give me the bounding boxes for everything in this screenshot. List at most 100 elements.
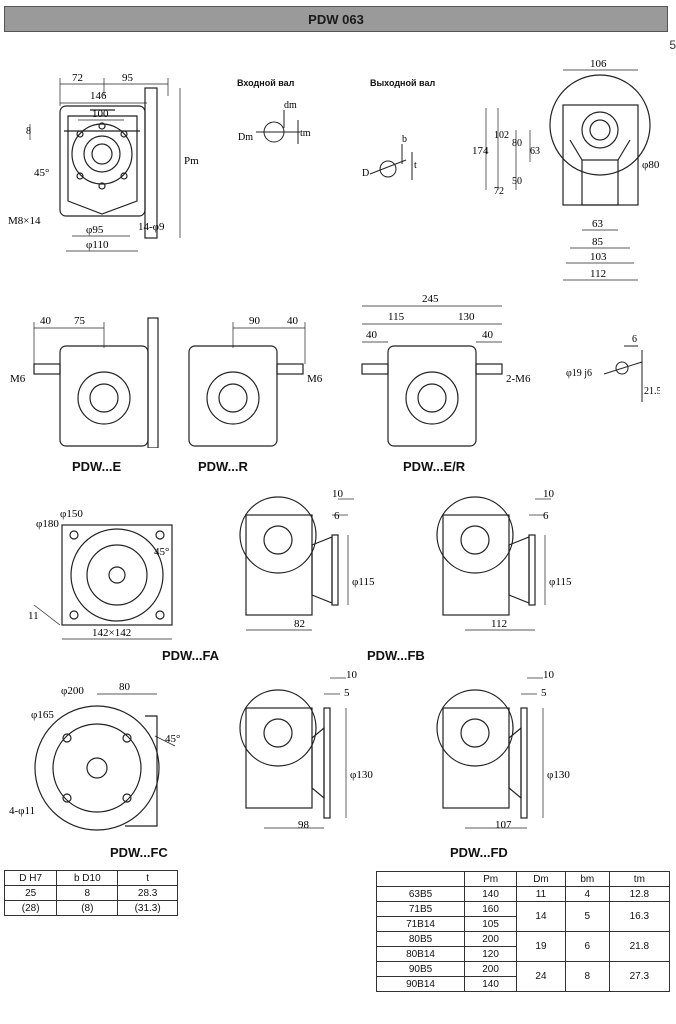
dim-r-90: 90 — [249, 315, 261, 327]
shaft-table-header: D H7 b D10 t — [3, 870, 178, 886]
table-row: 71B5 160 14 5 16.3 — [375, 901, 671, 932]
dim-fd2-phi130: φ130 — [547, 769, 570, 781]
table-cell: 16.3 — [608, 901, 671, 932]
drawing-pdw-r: 90 40 M6 — [188, 315, 323, 447]
table-cell: 90B5 — [375, 961, 466, 977]
dim-fc-holes: 4-φ11 — [9, 805, 35, 817]
drawing-pdw-fa: φ180 φ150 45° 11 142×142 — [28, 508, 173, 640]
dim-e-40: 40 — [40, 315, 52, 327]
table-cell: 200 — [464, 961, 518, 977]
dim-146: 146 — [90, 90, 107, 102]
table-cell: 160 — [464, 901, 518, 917]
dim-72: 72 — [494, 186, 504, 197]
drawing-pdw-fc: φ200 φ165 80 45° 4-φ11 — [9, 681, 180, 831]
motor-col-dm: Dm — [516, 871, 566, 887]
drawing-input-shaft: dm Dm tm — [238, 100, 311, 144]
dim-fb-82: 82 — [294, 618, 305, 630]
dim-er-m6: 2-M6 — [506, 373, 531, 385]
table-row: 90B5 200 24 8 27.3 — [375, 961, 671, 992]
dim-Dm: Dm — [238, 132, 253, 143]
table-cell: (28) — [3, 900, 58, 916]
dim-er-40b: 40 — [482, 329, 494, 341]
drawing-pdw-fb: 10 6 φ115 82 — [239, 488, 375, 631]
dim-fb2-10: 10 — [543, 488, 555, 500]
table-cell: 63B5 — [375, 886, 466, 902]
table-cell: 140 — [464, 886, 518, 902]
label-pdw-fa: PDW...FA — [162, 648, 220, 663]
drawing-key-shaft: 6 φ19 j6 21.5 — [566, 334, 660, 402]
dim-key-215: 21.5 — [644, 386, 660, 397]
dim-fa-11: 11 — [28, 610, 39, 622]
dim-8: 8 — [26, 126, 31, 137]
table-row: (28) (8) (31.3) — [3, 900, 178, 916]
table-cell: 200 — [464, 931, 518, 947]
label-pdw-e: PDW...E — [72, 459, 122, 474]
dim-dm: dm — [284, 100, 297, 111]
dim-fc-phi165: φ165 — [31, 709, 54, 721]
dim-103: 103 — [590, 251, 607, 263]
dim-fc-phi200: φ200 — [61, 685, 84, 697]
dim-r-40: 40 — [287, 315, 299, 327]
motor-col-pm: Pm — [464, 871, 518, 887]
dim-fd-5: 5 — [344, 687, 350, 699]
table-cell: (31.3) — [117, 900, 178, 916]
page-header: PDW 063 — [4, 6, 668, 32]
dim-t: t — [414, 160, 417, 171]
dim-fd2-10: 10 — [543, 669, 555, 681]
dim-fb2-112: 112 — [491, 618, 507, 630]
table-cell: 120 — [464, 946, 518, 962]
motor-table-header: Pm Dm bm tm — [375, 871, 671, 887]
dim-102: 102 — [494, 130, 509, 141]
drawing-pdw-er: 245 115 130 40 40 2-M6 — [361, 293, 531, 447]
label-pdw-r: PDW...R — [198, 459, 248, 474]
table-cell: 105 — [464, 916, 518, 932]
dim-m8: M8×14 — [8, 215, 41, 227]
dim-r-m6: M6 — [307, 373, 323, 385]
dim-key-6: 6 — [632, 334, 637, 345]
table-cell: 71B14 — [375, 916, 466, 932]
label-pdw-fc: PDW...FC — [110, 845, 168, 860]
shaft-table: D H7 b D10 t 25 8 28.3 (28) (8) (31.3) — [3, 870, 178, 916]
motor-col-tm: tm — [608, 871, 671, 887]
drawing-side-view: 106 174 102 80 63 50 72 φ80 63 85 103 11… — [472, 58, 660, 281]
dim-fb2-6: 6 — [543, 510, 549, 522]
dim-80: 80 — [512, 138, 522, 149]
dim-fc-80: 80 — [119, 681, 131, 693]
dim-112: 112 — [590, 268, 606, 280]
table-cell: 8 — [56, 885, 119, 901]
dim-pm: Pm — [184, 155, 199, 167]
dim-100: 100 — [92, 108, 109, 120]
shaft-col-t: t — [117, 870, 178, 886]
dim-fc-45: 45° — [165, 733, 180, 745]
dim-45: 45° — [34, 167, 49, 179]
table-row: 25 8 28.3 — [3, 885, 178, 901]
dim-er-40a: 40 — [366, 329, 378, 341]
dim-fb-phi115: φ115 — [352, 576, 375, 588]
page-title: PDW 063 — [308, 11, 364, 27]
dim-b: b — [402, 134, 407, 145]
label-pdw-fd: PDW...FD — [450, 845, 508, 860]
dim-fa-phi180: φ180 — [36, 518, 59, 530]
dim-fa-sq: 142×142 — [92, 627, 131, 639]
table-cell: 27.3 — [608, 961, 671, 992]
table-cell: 80B5 — [375, 931, 466, 947]
table-row: 90B14 140 — [375, 976, 670, 992]
drawing-front-view: 72 95 146 100 8 45° Pm M8×14 14-φ9 φ95 φ… — [8, 72, 199, 252]
dim-er-130: 130 — [458, 311, 475, 323]
table-cell: 12.8 — [608, 886, 671, 902]
dim-fa-45: 45° — [154, 546, 169, 558]
table-cell: 24 — [516, 961, 566, 992]
dim-50: 50 — [512, 176, 522, 187]
drawing-pdw-fd-107: 10 5 φ130 107 — [436, 669, 570, 831]
table-cell: 8 — [564, 961, 610, 992]
dim-fb-6: 6 — [334, 510, 340, 522]
drawing-output-shaft: b D t — [362, 134, 417, 180]
table-cell: 25 — [3, 885, 58, 901]
dim-tm: tm — [300, 128, 311, 139]
dim-95: 95 — [122, 72, 134, 84]
dim-fd-98: 98 — [298, 819, 310, 831]
label-pdw-er: PDW...E/R — [403, 459, 466, 474]
output-shaft-label: Выходной вал — [370, 78, 436, 88]
motor-col-name — [375, 871, 466, 887]
table-cell: 90B14 — [375, 976, 466, 992]
